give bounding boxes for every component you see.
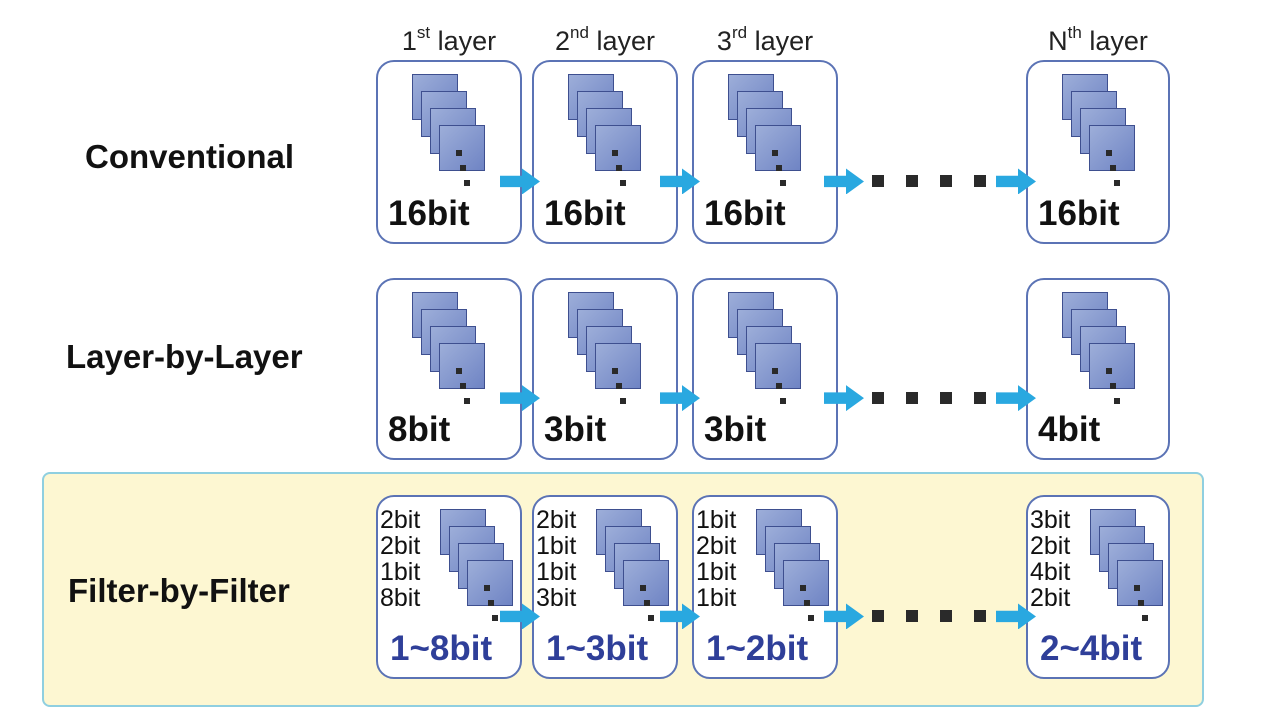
filter-bit-label: 1bit xyxy=(536,532,577,560)
bit-width-label: 8bit xyxy=(388,410,451,449)
column-header-text: layer xyxy=(747,26,814,56)
column-header: 3rd layer xyxy=(716,23,814,57)
layer-box: 16bit xyxy=(692,60,838,244)
filter-square xyxy=(783,560,829,606)
filter-bit-label: 3bit xyxy=(1030,506,1071,534)
continuation-dots xyxy=(1106,150,1126,200)
filter-bit-label: 2bit xyxy=(1030,532,1071,560)
filter-bit-label: 2bit xyxy=(380,532,421,560)
bit-width-label: 16bit xyxy=(388,194,470,233)
filter-bit-label: 2bit xyxy=(536,506,577,534)
continuation-dots xyxy=(1134,585,1154,635)
continuation-dots xyxy=(772,150,792,200)
bit-width-label: 16bit xyxy=(1038,194,1120,233)
filter-bit-label: 1bit xyxy=(696,584,737,612)
bit-width-label: 16bit xyxy=(544,194,626,233)
continuation-dots xyxy=(612,150,632,200)
column-header-text: layer xyxy=(430,26,497,56)
filter-bit-label: 2bit xyxy=(1030,584,1071,612)
layer-box: 8bit xyxy=(376,278,522,460)
row-label: Layer-by-Layer xyxy=(66,338,303,375)
ellipsis-dot xyxy=(940,392,952,405)
bit-width-label: 3bit xyxy=(704,410,767,449)
column-header-ordinal: rd xyxy=(731,23,748,42)
continuation-dots xyxy=(772,368,792,418)
layer-box: 3bit xyxy=(532,278,678,460)
filter-bit-label: 2bit xyxy=(696,532,737,560)
bit-width-label: 1~3bit xyxy=(546,629,649,668)
layer-box: 16bit xyxy=(1026,60,1170,244)
ellipsis-dot xyxy=(940,610,952,623)
column-header-ordinal: th xyxy=(1067,23,1082,42)
column-header-ordinal: nd xyxy=(570,23,589,42)
continuation-dots xyxy=(1106,368,1126,418)
column-header-number: 2 xyxy=(555,26,571,56)
ellipsis-dot xyxy=(974,175,986,188)
filter-square xyxy=(755,125,801,171)
filter-bit-label: 3bit xyxy=(536,584,577,612)
column-header-number: 1 xyxy=(401,26,417,56)
ellipsis-dot xyxy=(906,610,918,623)
layer-box: 3bit xyxy=(692,278,838,460)
continuation-dots xyxy=(612,368,632,418)
layer-box: 4bit xyxy=(1026,278,1170,460)
column-header: Nth layer xyxy=(1048,23,1148,57)
bit-width-label: 4bit xyxy=(1038,410,1101,449)
ellipsis-dot xyxy=(872,392,884,405)
row-label: Filter-by-Filter xyxy=(68,572,290,609)
ellipsis-dot xyxy=(906,175,918,188)
filter-bit-label: 4bit xyxy=(1030,558,1071,586)
ellipsis-dot xyxy=(940,175,952,188)
column-header-number: N xyxy=(1048,26,1068,56)
continuation-dots xyxy=(640,585,660,635)
continuation-dots xyxy=(456,150,476,200)
filter-square xyxy=(623,560,669,606)
column-header-text: layer xyxy=(1081,26,1148,56)
continuation-dots xyxy=(484,585,504,635)
row-label: Conventional xyxy=(85,138,295,175)
continuation-dots xyxy=(456,368,476,418)
ellipsis-dot xyxy=(872,175,884,188)
filter-bit-label: 8bit xyxy=(380,584,421,612)
ellipsis-dot xyxy=(872,610,884,623)
filter-bit-label: 1bit xyxy=(696,558,737,586)
bit-width-label: 16bit xyxy=(704,194,786,233)
filter-square xyxy=(595,343,641,389)
column-header-text: layer xyxy=(588,26,655,56)
layer-box: 16bit xyxy=(532,60,678,244)
column-header: 2nd layer xyxy=(555,23,655,57)
column-header: 1st layer xyxy=(401,23,497,57)
ellipsis-dot xyxy=(974,392,986,405)
filter-bit-label: 1bit xyxy=(380,558,421,586)
column-header-ordinal: st xyxy=(416,23,431,42)
continuation-dots xyxy=(800,585,820,635)
filter-bit-label: 1bit xyxy=(536,558,577,586)
filter-bit-label: 1bit xyxy=(696,506,737,534)
filter-bit-label: 2bit xyxy=(380,506,421,534)
filter-square xyxy=(1089,125,1135,171)
bit-width-label: 1~2bit xyxy=(706,629,809,668)
filter-square xyxy=(439,343,485,389)
ellipsis-dot xyxy=(974,610,986,623)
bit-width-label: 3bit xyxy=(544,410,607,449)
bit-width-label: 2~4bit xyxy=(1040,629,1143,668)
filter-square xyxy=(595,125,641,171)
column-header-number: 3 xyxy=(716,26,732,56)
bit-width-label: 1~8bit xyxy=(390,629,493,668)
layer-box: 16bit xyxy=(376,60,522,244)
ellipsis-dot xyxy=(906,392,918,405)
